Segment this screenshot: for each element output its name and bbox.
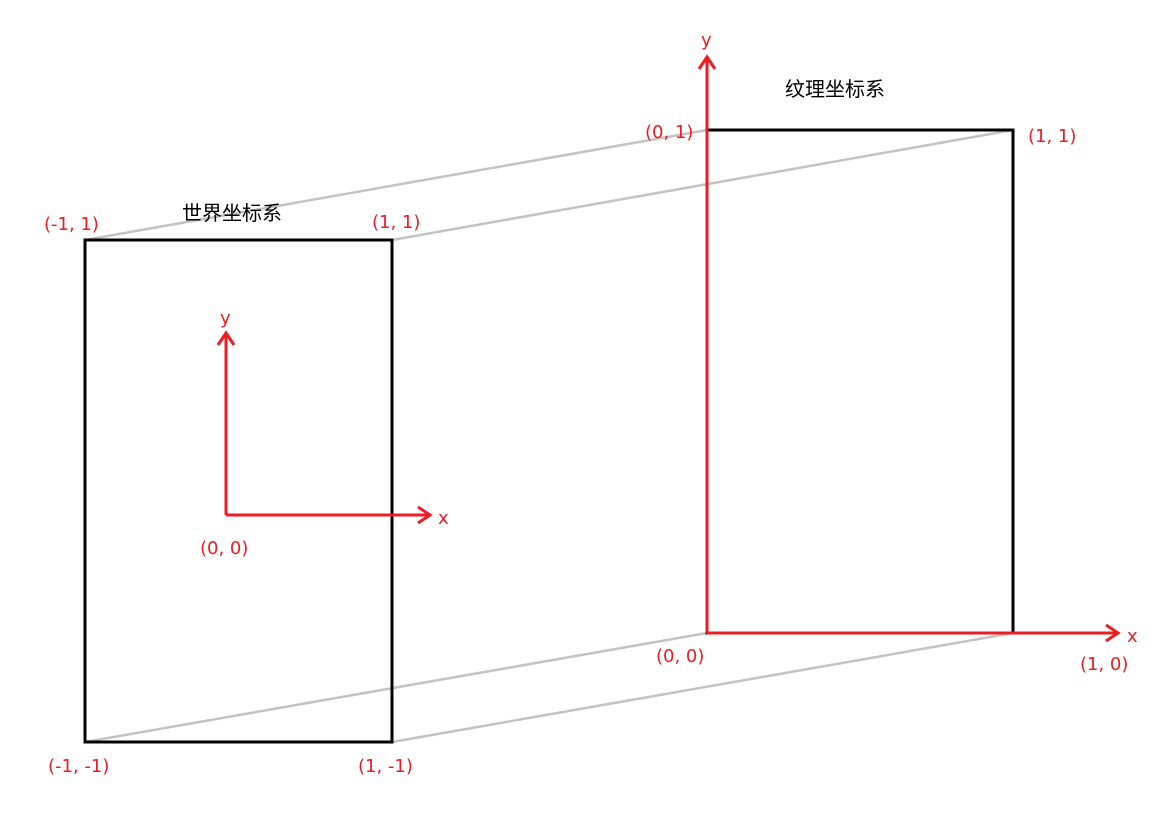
texture-corner-top-left: (0, 1) [645, 122, 693, 143]
connector-top-right [391, 128, 1014, 242]
texture-x-label: x [1127, 626, 1138, 647]
texture-rect [705, 128, 1015, 635]
texture-corner-top-right: (1, 1) [1028, 126, 1076, 147]
world-x-arrow-icon [417, 505, 433, 525]
world-corner-bottom-left: (-1, -1) [48, 756, 109, 777]
world-y-arrow-icon [216, 330, 236, 346]
texture-y-label: y [701, 30, 712, 51]
world-origin-label: (0, 0) [200, 538, 248, 559]
texture-y-arrow-icon [697, 54, 717, 70]
connector-bottom-left [84, 631, 708, 744]
texture-corner-bottom-left: (0, 0) [656, 646, 704, 667]
world-axes [216, 330, 433, 525]
world-corner-bottom-right: (1, -1) [358, 756, 413, 777]
texture-axes [697, 54, 1121, 643]
world-x-label: x [438, 508, 449, 529]
connector-bottom-right [391, 631, 1014, 744]
texture-x-arrow-icon [1105, 623, 1121, 643]
texture-corner-bottom-right: (1, 0) [1080, 654, 1128, 675]
texture-title: 纹理坐标系 [785, 77, 885, 101]
connector-top-left [84, 128, 708, 242]
world-title: 世界坐标系 [182, 201, 282, 225]
world-y-label: y [220, 308, 231, 329]
world-corner-top-left: (-1, 1) [44, 214, 99, 235]
connector-lines [84, 128, 1014, 744]
world-corner-top-right: (1, 1) [372, 212, 420, 233]
world-rect [83, 238, 394, 744]
